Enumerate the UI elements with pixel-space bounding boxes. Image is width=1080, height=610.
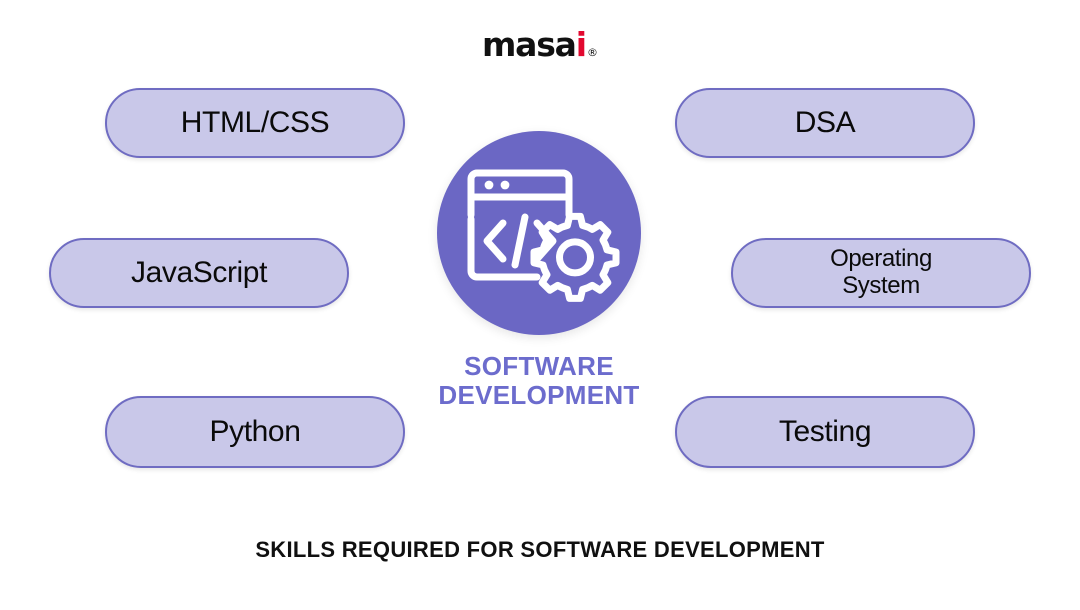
skill-pill-javascript[interactable]: JavaScript bbox=[49, 238, 349, 308]
code-window-gear-icon bbox=[459, 163, 621, 305]
skill-pill-label: DSA bbox=[794, 106, 856, 140]
window-dot-icon bbox=[500, 180, 510, 190]
skill-pill-label: HTML/CSS bbox=[180, 106, 330, 140]
skill-pill-label: JavaScript bbox=[130, 256, 268, 290]
skill-pill-testing[interactable]: Testing bbox=[675, 396, 975, 468]
logo-text-red: i bbox=[575, 25, 587, 64]
center-caption: SOFTWARE DEVELOPMENT bbox=[389, 351, 689, 411]
skill-pill-html-css[interactable]: HTML/CSS bbox=[105, 88, 405, 158]
skill-pill-label: Python bbox=[209, 415, 301, 449]
window-dot-icon bbox=[484, 180, 494, 190]
logo-text-black: masa bbox=[481, 25, 577, 64]
center-caption-line2: DEVELOPMENT bbox=[438, 380, 640, 411]
masai-logo: masai® bbox=[0, 28, 1080, 61]
skill-pill-dsa[interactable]: DSA bbox=[675, 88, 975, 158]
registered-trademark-icon: ® bbox=[587, 46, 599, 59]
skill-pill-label: Testing bbox=[778, 415, 872, 449]
center-caption-line1: SOFTWARE bbox=[464, 351, 614, 381]
skill-pill-python[interactable]: Python bbox=[105, 396, 405, 468]
footer-title: SKILLS REQUIRED FOR SOFTWARE DEVELOPMENT bbox=[255, 537, 825, 562]
